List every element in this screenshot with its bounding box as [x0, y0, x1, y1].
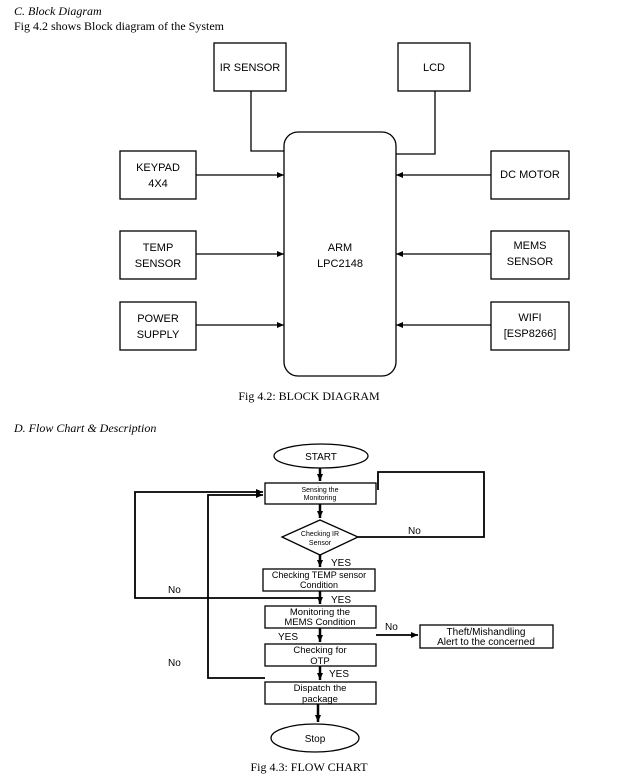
checking-otp-label-2: OTP [310, 656, 330, 667]
no-label-otp: No [168, 658, 181, 669]
no-label-temp: No [168, 585, 181, 596]
wifi-box [490, 301, 570, 351]
power-label-2: SUPPLY [137, 329, 180, 341]
section-c-intro: Fig 4.2 shows Block diagram of the Syste… [14, 19, 224, 33]
checking-temp-label-1: Checking TEMP sensor [272, 570, 366, 580]
temp-label-2: SENSOR [135, 258, 182, 270]
stop-terminal [270, 723, 360, 753]
power-supply-box [119, 301, 197, 351]
arm-label-1: ARM [328, 242, 352, 254]
start-label: START [305, 452, 337, 463]
temp-sensor-box [119, 230, 197, 280]
flow-chart-caption: Fig 4.3: FLOW CHART [250, 760, 368, 774]
mems-sensor-box [490, 230, 570, 280]
block-diagram-caption: Fig 4.2: BLOCK DIAGRAM [238, 389, 380, 403]
monitoring-mems-label-1: Monitoring the [290, 607, 350, 618]
no-label-mems: No [385, 622, 398, 633]
lcd-box [397, 42, 471, 92]
yes-label-otp: YES [329, 669, 349, 680]
yes-label-temp: YES [331, 595, 351, 606]
section-d-heading: D. Flow Chart & Description [14, 421, 157, 435]
power-label-1: POWER [137, 313, 179, 325]
arm-label-2: LPC2148 [317, 258, 363, 270]
dispatch-label-2: package [302, 694, 338, 705]
yes-label-mems: YES [278, 632, 298, 643]
checking-ir-label-2: Sensor [309, 540, 332, 547]
mems-label-2: SENSOR [507, 256, 554, 268]
wifi-label-2: [ESP8266] [504, 328, 557, 340]
temp-no-loop [134, 489, 320, 599]
temp-label-1: TEMP [143, 242, 174, 254]
stop-label: Stop [305, 734, 326, 745]
checking-otp-label-1: Checking for [293, 645, 346, 656]
checking-temp-label-2: Condition [300, 580, 338, 590]
monitoring-mems-label-2: MEMS Condition [284, 617, 355, 628]
no-label-ir: No [408, 526, 421, 537]
sensing-label-1: Sensing the [302, 487, 339, 494]
lcd-connector [396, 91, 436, 155]
theft-alert-box [419, 624, 554, 649]
section-c-heading: C. Block Diagram [14, 4, 102, 18]
sensing-label-2: Monitoring [304, 495, 337, 502]
keypad-label-2: 4X4 [148, 178, 168, 190]
yes-label-ir: YES [331, 558, 351, 569]
lcd-label: LCD [423, 62, 445, 74]
keypad-label-1: KEYPAD [136, 162, 180, 174]
dispatch-box [264, 681, 377, 705]
theft-alert-label-2: Alert to the concerned [437, 637, 535, 648]
wifi-label-1: WIFI [518, 312, 541, 324]
ir-sensor-label: IR SENSOR [220, 62, 281, 74]
otp-no-loop [207, 492, 265, 679]
dispatch-label-1: Dispatch the [294, 683, 347, 694]
ir-no-loop [358, 471, 485, 538]
checking-ir-label-1: Checking IR [301, 531, 339, 538]
ir-connector [250, 91, 284, 152]
theft-alert-label-1: Theft/Mishandling [447, 627, 526, 638]
ir-sensor-box [213, 42, 287, 92]
mems-label-1: MEMS [514, 240, 547, 252]
dc-motor-label: DC MOTOR [500, 169, 560, 181]
